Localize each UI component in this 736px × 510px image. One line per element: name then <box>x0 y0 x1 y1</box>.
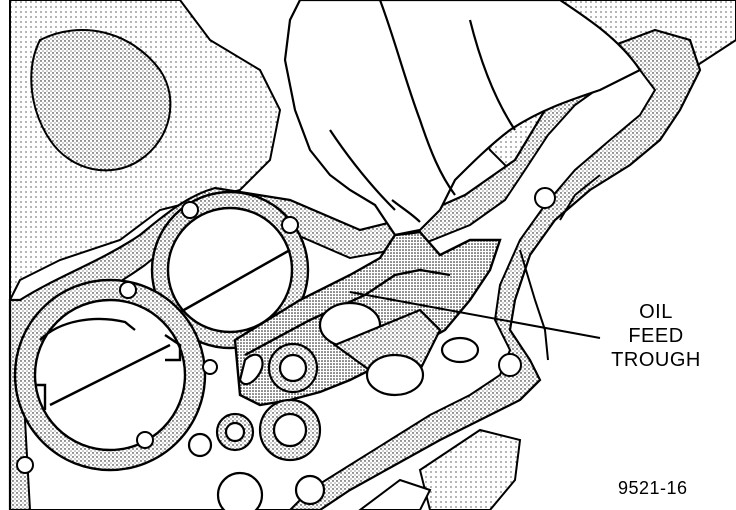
callout-line-2: FEED <box>628 325 684 347</box>
right-flange-edge <box>519 174 601 361</box>
lower-left-bore <box>13 278 207 472</box>
callout-line-3: TROUGH <box>611 349 701 371</box>
callout-leader-line <box>349 291 601 339</box>
figure-number: 9521-16 <box>618 478 688 498</box>
upper-casting <box>9 0 282 301</box>
callout-line-1: OIL <box>639 301 673 323</box>
upper-bore <box>150 190 310 350</box>
cam-components <box>318 301 480 397</box>
lower-right-gear <box>358 428 522 510</box>
oil-feed-trough-label: OIL FEED TROUGH <box>596 300 716 372</box>
oil-pump-bores <box>187 342 326 510</box>
flange-bolt-holes <box>16 187 556 474</box>
